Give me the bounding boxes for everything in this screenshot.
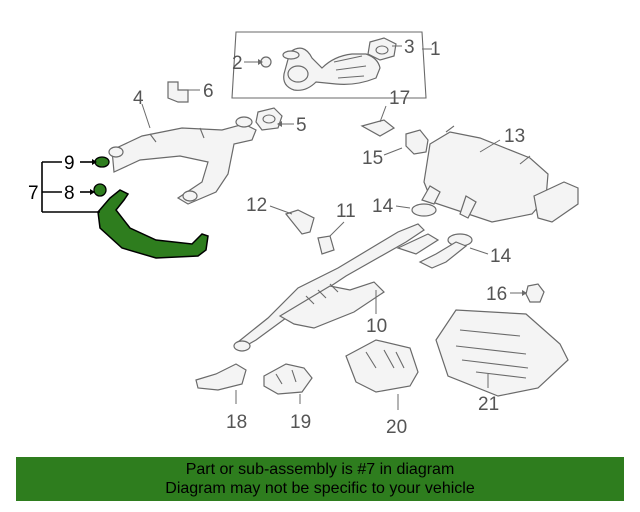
mount-part-15 — [405, 129, 429, 155]
banner-line-1: Part or sub-assembly is #7 in diagram — [185, 461, 455, 478]
gasket-part-14-upper — [411, 203, 437, 217]
callout-8: 8 — [64, 183, 75, 204]
highlighted-hanger-group — [93, 156, 209, 259]
heat-shield-part-18 — [195, 363, 247, 391]
bracket-part-12 — [284, 209, 315, 235]
callout-20: 20 — [386, 417, 407, 438]
bracket-part-6 — [167, 81, 189, 103]
callout-18: 18 — [226, 412, 247, 433]
bracket-part-17 — [360, 119, 396, 137]
callout-4: 4 — [133, 88, 144, 109]
info-banner: Part or sub-assembly is #7 in diagram Di… — [16, 457, 624, 501]
callout-14-upper: 14 — [372, 196, 394, 217]
muffler-part-13 — [421, 125, 579, 223]
callout-7: 7 — [28, 183, 39, 204]
center-pipe-part-10 — [233, 223, 468, 352]
gasket-part-5 — [255, 107, 283, 131]
callout-9: 9 — [64, 153, 75, 174]
catalytic-converter-group — [231, 31, 427, 99]
hanger-bracket-part-7 — [97, 189, 209, 259]
front-y-pipe-part-4 — [108, 116, 257, 205]
callout-17: 17 — [389, 88, 410, 109]
callout-16: 16 — [486, 284, 507, 305]
callout-13: 13 — [504, 126, 525, 147]
callout-11: 11 — [336, 201, 356, 222]
heat-shield-part-21 — [435, 309, 569, 397]
hanger-part-11 — [317, 235, 335, 255]
banner-line-2: Diagram may not be specific to your vehi… — [165, 480, 475, 497]
hanger-part-16 — [525, 283, 545, 303]
heat-shield-part-19 — [263, 363, 313, 395]
callout-2: 2 — [232, 53, 243, 74]
callout-12: 12 — [246, 195, 267, 216]
callout-1: 1 — [430, 39, 441, 60]
callout-6: 6 — [203, 81, 214, 102]
callout-15: 15 — [362, 148, 383, 169]
callout-19: 19 — [290, 412, 311, 433]
heat-shield-part-20 — [345, 339, 419, 393]
callout-14-lower: 14 — [490, 246, 512, 267]
callout-3: 3 — [404, 37, 415, 58]
grommet-part-8 — [93, 183, 107, 197]
gasket-part-3 — [367, 37, 397, 61]
callout-5: 5 — [296, 115, 307, 136]
callout-21: 21 — [478, 394, 499, 415]
callout-10: 10 — [366, 316, 387, 337]
nut-part-9 — [94, 156, 110, 168]
